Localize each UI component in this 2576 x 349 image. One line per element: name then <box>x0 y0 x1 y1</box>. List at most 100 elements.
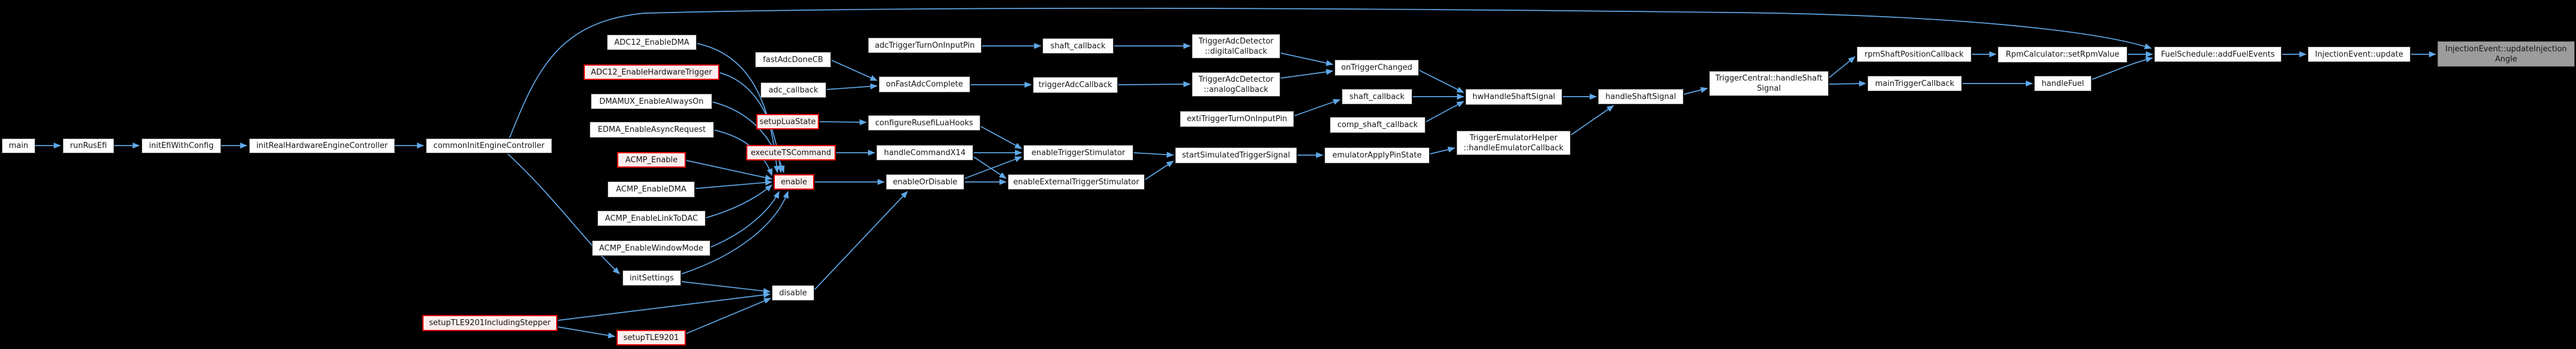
node-enableTriggerStimulator[interactable]: enableTriggerStimulator <box>1023 145 1133 160</box>
node-setupTLE9201[interactable]: setupTLE9201 <box>617 330 686 345</box>
node-label: emulatorApplyPinState <box>1332 151 1422 160</box>
node-label: extiTriggerTurnOnInputPin <box>1186 115 1287 123</box>
node-label: enableExternalTriggerStimulator <box>1013 177 1139 187</box>
node-initEfiWithConfig[interactable]: initEfiWithConfig <box>142 138 221 153</box>
node-startSimulatedTriggerSignal[interactable]: startSimulatedTriggerSignal <box>1175 147 1297 163</box>
edge-handleFuel-FuelSchedule_addFuelEvents <box>2092 56 2153 80</box>
node-hwHandleShaftSignal[interactable]: hwHandleShaftSignal <box>1465 89 1562 105</box>
edge-digitalCallback-onTriggerChanged <box>1280 52 1333 66</box>
node-ADC12_EnableDMA[interactable]: ADC12_EnableDMA <box>607 35 697 50</box>
node-onFastAdcComplete[interactable]: onFastAdcComplete <box>879 76 970 92</box>
node-label: comp_shaft_callback <box>1337 121 1418 129</box>
node-label: InjectionEvent::update <box>2315 50 2403 59</box>
node-EDMA_EnableAsyncRequest[interactable]: EDMA_EnableAsyncRequest <box>590 122 714 138</box>
node-onTriggerChanged[interactable]: onTriggerChanged <box>1335 60 1419 76</box>
node-DMAMUX_EnableAlwaysOn[interactable]: DMAMUX_EnableAlwaysOn <box>591 94 712 109</box>
node-ACMP_Enable[interactable]: ACMP_Enable <box>617 152 686 168</box>
node-label: disable <box>779 288 807 298</box>
node-label: ACMP_EnableLinkToDAC <box>605 214 698 223</box>
node-label: enable <box>780 177 808 187</box>
edge-DMAMUX_EnableAlwaysOn-enable <box>712 101 785 173</box>
edge-commonInitEngineController-initSettings <box>507 153 620 274</box>
node-handleEmulatorCallback[interactable]: TriggerEmulatorHelper ::handleEmulatorCa… <box>1456 131 1571 155</box>
node-enable[interactable]: enable <box>774 174 814 190</box>
edge-initSettings-disable <box>681 281 771 294</box>
node-label: FuelSchedule::addFuelEvents <box>2161 50 2275 59</box>
node-label: configureRusefiLuaHooks <box>875 118 973 128</box>
node-label: commonInitEngineController <box>433 141 545 150</box>
node-label: handleFuel <box>2041 79 2084 88</box>
node-ACMP_EnableWindowMode[interactable]: ACMP_EnableWindowMode <box>592 240 710 256</box>
node-setupLuaState[interactable]: setupLuaState <box>756 114 819 129</box>
node-commonInitEngineController[interactable]: commonInitEngineController <box>426 138 552 153</box>
node-label: shaft_callback <box>1050 41 1106 51</box>
node-RpmCalculator_setRpmValue[interactable]: RpmCalculator::setRpmValue <box>1998 47 2127 63</box>
node-rpmShaftPositionCallback[interactable]: rpmShaftPositionCallback <box>1857 47 1971 62</box>
edge-setupTLE9201IncludingStepper-disable <box>557 292 771 321</box>
node-extiTriggerTurnOnInputPin[interactable]: extiTriggerTurnOnInputPin <box>1180 111 1294 127</box>
node-label: triggerAdcCallback <box>1038 81 1112 89</box>
node-handleShaftSignal[interactable]: handleShaftSignal <box>1598 89 1683 104</box>
node-FuelSchedule_addFuelEvents[interactable]: FuelSchedule::addFuelEvents <box>2154 47 2281 62</box>
node-comp_shaft_callback[interactable]: comp_shaft_callback <box>1330 117 1425 133</box>
node-label: mainTriggerCallback <box>1875 79 1955 88</box>
node-ACMP_EnableLinkToDAC[interactable]: ACMP_EnableLinkToDAC <box>597 211 706 226</box>
node-label: executeTSCommand <box>750 148 832 157</box>
edge-ACMP_EnableDMA-enable <box>695 179 772 189</box>
node-shaft_callback_2[interactable]: shaft_callback <box>1342 89 1412 104</box>
node-digitalCallback[interactable]: TriggerAdcDetector ::digitalCallback <box>1192 34 1280 58</box>
node-label: hwHandleShaftSignal <box>1472 92 1556 101</box>
node-ADC12_EnableHardwareTrigger[interactable]: ADC12_EnableHardwareTrigger <box>584 64 719 80</box>
node-executeTSCommand[interactable]: executeTSCommand <box>746 145 836 160</box>
node-runRusEfi[interactable]: runRusEfi <box>63 138 114 153</box>
node-enableExternalTriggerStimulator[interactable]: enableExternalTriggerStimulator <box>1008 174 1145 190</box>
edge-ACMP_Enable-enable <box>686 160 772 181</box>
node-label: InjectionEvent::updateInjection Angle <box>2445 44 2567 64</box>
node-mainTriggerCallback[interactable]: mainTriggerCallback <box>1867 76 1962 91</box>
edge-ADC12_EnableDMA-enable <box>697 43 780 173</box>
node-setupTLE9201IncludingStepper[interactable]: setupTLE9201IncludingStepper <box>422 315 557 331</box>
node-InjectionEvent_update[interactable]: InjectionEvent::update <box>2308 47 2411 62</box>
edge-configureRusefiLuaHooks-enableTriggerStimulator <box>980 126 1022 149</box>
edge-enableExternalTriggerStimulator-startSimulatedTriggerSignal <box>1145 160 1174 180</box>
node-ACMP_EnableDMA[interactable]: ACMP_EnableDMA <box>608 181 695 197</box>
node-initSettings[interactable]: initSettings <box>622 270 681 286</box>
node-label: ADC12_EnableHardwareTrigger <box>591 67 712 77</box>
edge-handleShaftSignal-TriggerCentral_handleShaftSignal <box>1683 87 1708 95</box>
edge-enableTriggerStimulator-startSimulatedTriggerSignal <box>1133 152 1174 158</box>
node-initRealHardwareEngineController[interactable]: initRealHardwareEngineController <box>249 138 395 153</box>
node-triggerAdcCallback[interactable]: triggerAdcCallback <box>1033 77 1118 93</box>
node-emulatorApplyPinState[interactable]: emulatorApplyPinState <box>1324 147 1430 163</box>
node-handleFuel[interactable]: handleFuel <box>2034 76 2092 91</box>
node-label: runRusEfi <box>70 141 107 150</box>
edge-initSettings-enable <box>681 191 789 274</box>
node-configureRusefiLuaHooks[interactable]: configureRusefiLuaHooks <box>868 115 980 131</box>
edge-extiTriggerTurnOnInputPin-shaft_callback_2 <box>1294 98 1341 116</box>
edge-commonInitEngineController-FuelSchedule_addFuelEvents <box>509 8 2152 138</box>
edge-onTriggerChanged-hwHandleShaftSignal <box>1419 70 1464 93</box>
node-shaft_callback_1[interactable]: shaft_callback <box>1042 38 1114 54</box>
node-label: main <box>8 141 29 150</box>
node-adcTriggerTurnOnInputPin[interactable]: adcTriggerTurnOnInputPin <box>868 38 982 53</box>
node-enableOrDisable[interactable]: enableOrDisable <box>886 174 964 190</box>
node-label: TriggerAdcDetector ::digitalCallback <box>1198 36 1274 56</box>
node-label: adcTriggerTurnOnInputPin <box>875 41 975 50</box>
edge-comp_shaft_callback-hwHandleShaftSignal <box>1425 101 1464 122</box>
node-analogCallback[interactable]: TriggerAdcDetector ::analogCallback <box>1192 72 1280 97</box>
edge-handleCommandX14-enableExternalTriggerStimulator <box>973 156 1007 179</box>
node-main[interactable]: main <box>2 138 35 153</box>
node-handleCommandX14[interactable]: handleCommandX14 <box>876 145 973 160</box>
node-label: fastAdcDoneCB <box>763 55 823 64</box>
node-label: setupTLE9201IncludingStepper <box>429 319 551 328</box>
node-label: onFastAdcComplete <box>885 80 964 89</box>
edge-disable-enableOrDisable <box>814 191 908 290</box>
edge-enableOrDisable-enableTriggerStimulator <box>964 156 1022 179</box>
node-label: ACMP_EnableWindowMode <box>599 243 704 253</box>
node-TriggerCentral_handleShaftSignal[interactable]: TriggerCentral::handleShaft Signal <box>1709 71 1829 96</box>
node-fastAdcDoneCB[interactable]: fastAdcDoneCB <box>755 52 831 67</box>
node-label: rpmShaftPositionCallback <box>1864 50 1964 59</box>
node-adc_callback[interactable]: adc_callback <box>760 82 826 98</box>
node-disable[interactable]: disable <box>772 285 814 301</box>
edge-setupTLE9201-disable <box>686 298 771 334</box>
